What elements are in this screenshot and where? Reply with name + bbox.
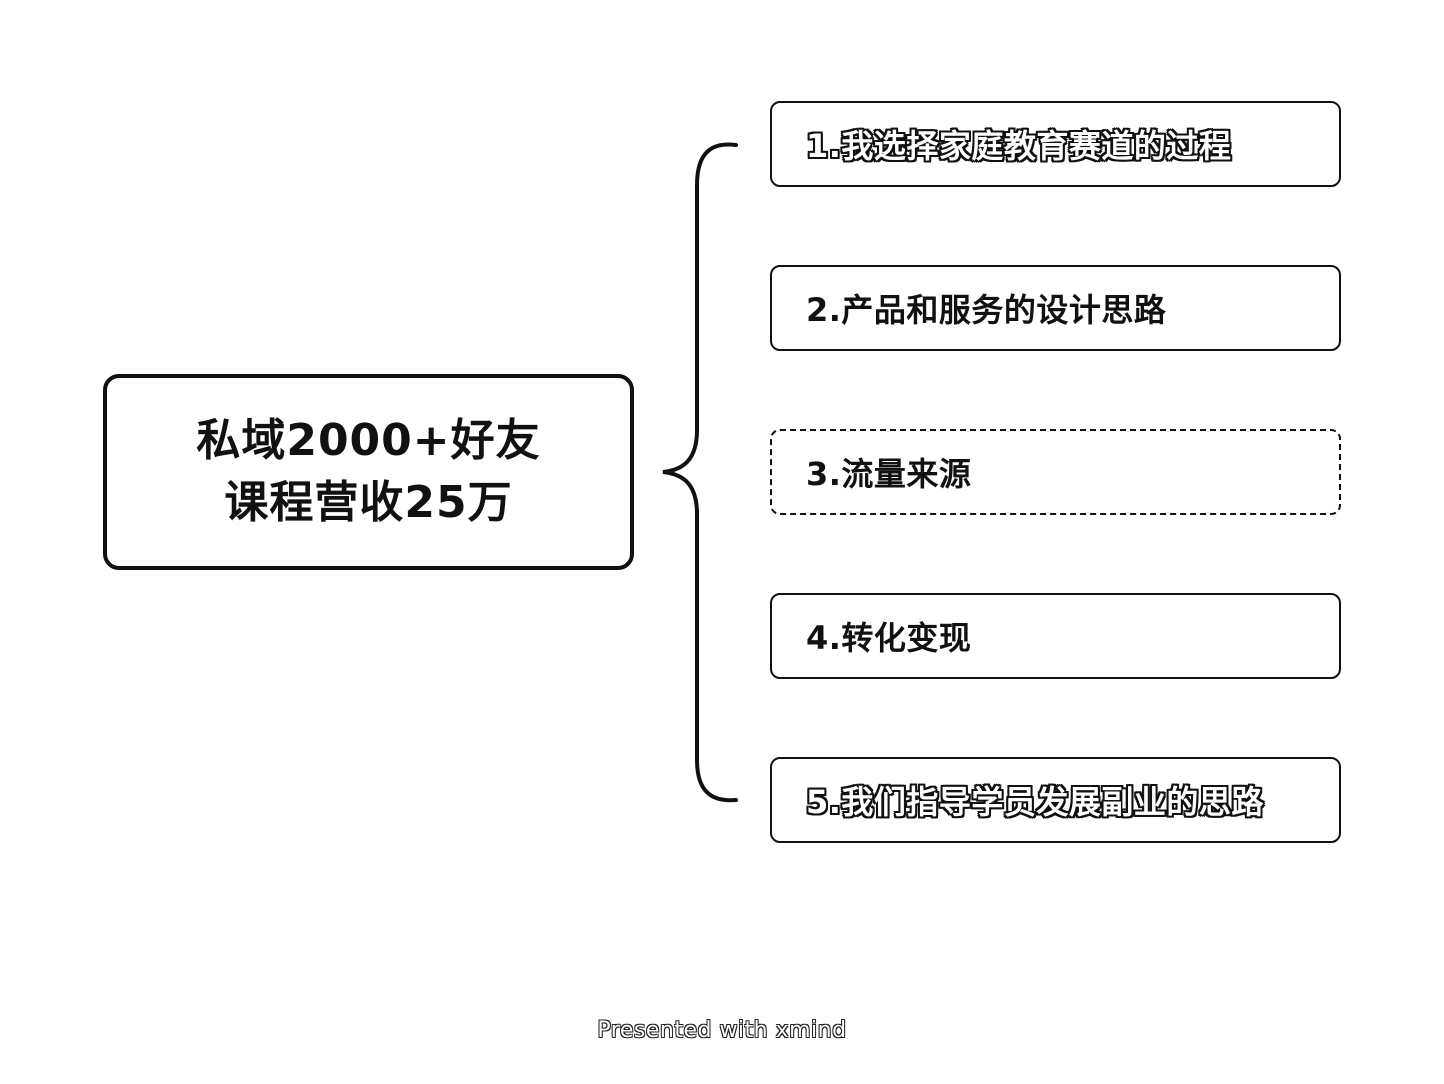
subtopic-5[interactable]: 5.我们指导学员发展副业的思路 <box>770 757 1341 843</box>
subtopic-1[interactable]: 1.我选择家庭教育赛道的过程 <box>770 101 1341 187</box>
subtopic-2-label: 2.产品和服务的设计思路 <box>806 291 1167 329</box>
subtopic-3-label: 3.流量来源 <box>806 455 972 493</box>
root-topic[interactable]: 私域2000+好友 课程营收25万 <box>103 374 634 570</box>
subtopic-4[interactable]: 4.转化变现 <box>770 593 1341 679</box>
watermark-text: Presented with xmind <box>597 1018 847 1043</box>
subtopic-4-label: 4.转化变现 <box>806 619 972 657</box>
root-topic-line-1: 私域2000+好友 <box>196 415 541 466</box>
subtopic-1-label: 1.我选择家庭教育赛道的过程 <box>806 127 1232 165</box>
root-topic-line-2: 课程营收25万 <box>224 477 513 528</box>
subtopic-5-label: 5.我们指导学员发展副业的思路 <box>806 783 1264 821</box>
subtopic-2[interactable]: 2.产品和服务的设计思路 <box>770 265 1341 351</box>
subtopic-3[interactable]: 3.流量来源 <box>770 429 1341 515</box>
